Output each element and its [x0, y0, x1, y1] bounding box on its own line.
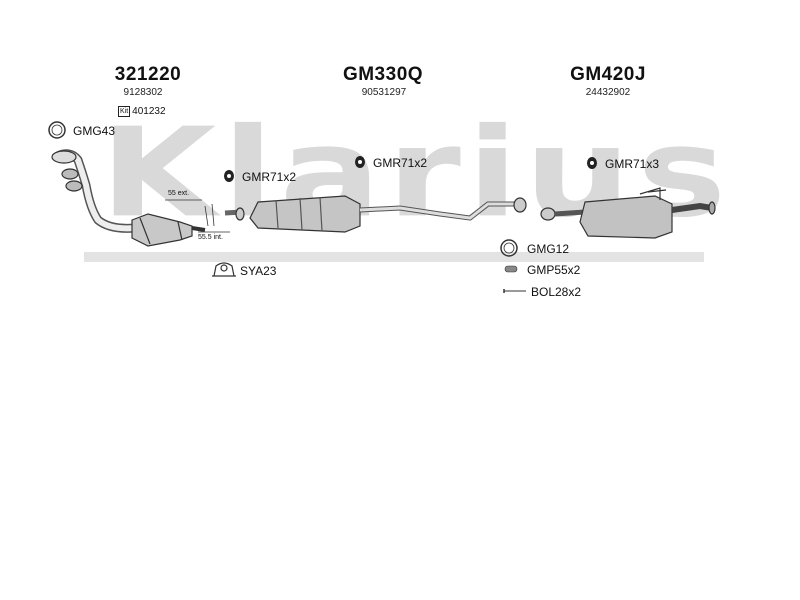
part-code-rear-silencer: GM420J — [570, 64, 646, 85]
part-label-gmr71-a: GMR71x2 — [242, 170, 297, 184]
gasket-gmg43-icon — [48, 121, 66, 139]
oem-ref-middle-silencer: 90531297 — [361, 87, 407, 98]
dimension-markers — [165, 199, 230, 233]
part-label-gmr71-c: GMR71x3 — [605, 157, 660, 171]
watermark-underline — [84, 252, 704, 262]
oem-ref-rear-silencer: 24432902 — [585, 87, 631, 98]
part-label-gmg43: GMG43 — [73, 124, 116, 138]
part-code-catalyst: 321220 — [114, 64, 182, 85]
spring-gmp55-icon — [504, 265, 518, 273]
part-label-gmp55: GMP55x2 — [527, 263, 581, 277]
bolt-bol28-icon — [503, 289, 526, 293]
rubber-mount-gmr71-icon-a — [224, 170, 234, 182]
oem-ref-catalyst: 9128302 — [123, 87, 163, 98]
rubber-mount-gmr71-icon-c — [587, 157, 597, 169]
dimension-ext-label: 55 ext. — [168, 190, 190, 197]
rubber-mount-gmr71-icon-b — [355, 156, 365, 168]
clamp-sya23-icon — [212, 262, 236, 277]
middle-silencer — [224, 195, 527, 233]
part-label-gmr71-b: GMR71x2 — [373, 156, 428, 170]
part-label-gmg12: GMG12 — [527, 242, 570, 256]
part-label-sya23: SYA23 — [240, 264, 277, 278]
kit-badge: Kit — [118, 106, 131, 117]
catalytic-converter — [131, 213, 206, 247]
gasket-gmg12-icon — [500, 239, 518, 257]
kit-number-text: 401232 — [132, 106, 166, 117]
kit-number: Kit 401232 — [118, 106, 166, 117]
part-label-bol28: BOL28x2 — [531, 285, 582, 299]
front-downpipe — [51, 149, 136, 233]
rear-silencer — [540, 187, 716, 239]
dimension-int-label: 55.5 int. — [198, 234, 223, 241]
part-code-middle-silencer: GM330Q — [342, 64, 424, 85]
